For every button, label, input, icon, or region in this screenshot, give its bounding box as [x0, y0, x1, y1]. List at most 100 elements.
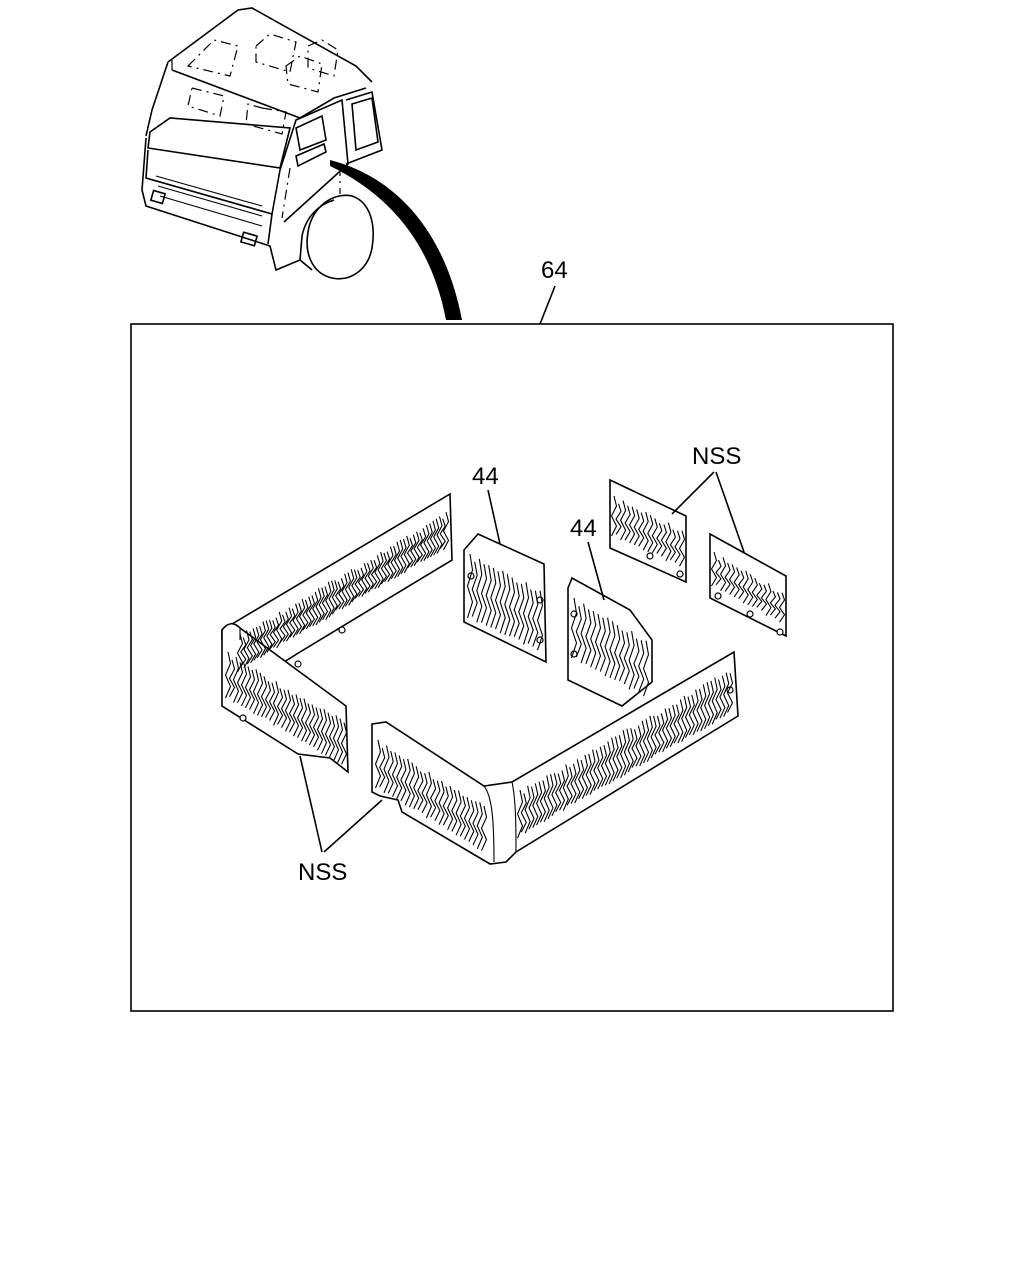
texture-stroke — [380, 552, 388, 585]
texture-stroke — [439, 518, 446, 550]
texture-stroke — [312, 591, 319, 627]
texture-stroke — [527, 589, 534, 644]
texture-stroke — [455, 790, 462, 836]
texture-stroke — [243, 630, 250, 669]
texture-stroke — [298, 598, 306, 635]
texture-stroke — [308, 704, 316, 746]
texture-stroke — [404, 758, 411, 806]
texture-stroke — [580, 603, 587, 664]
texture-stroke — [627, 728, 634, 773]
mat-left-assembly — [221, 492, 453, 774]
texture-stroke — [253, 626, 260, 661]
texture-stroke — [711, 677, 718, 725]
texture-stroke — [438, 780, 445, 825]
texture-stroke — [524, 785, 531, 834]
texture-stroke — [351, 569, 358, 603]
texture-stroke — [300, 698, 308, 742]
texture-stroke — [700, 684, 707, 732]
texture-stroke — [374, 555, 381, 590]
texture-stroke — [504, 574, 511, 635]
texture-stroke — [305, 596, 312, 630]
texture-stroke — [240, 663, 248, 707]
texture-stroke — [423, 524, 430, 561]
texture-stroke — [263, 620, 270, 656]
texture-stroke — [417, 771, 424, 810]
texture-stroke — [674, 530, 681, 563]
texture-stroke — [397, 539, 404, 577]
texture-stroke — [532, 590, 539, 647]
mat-right-assembly — [371, 650, 739, 865]
texture-stroke — [547, 774, 554, 820]
texture-stroke — [494, 571, 502, 630]
texture-stroke — [539, 780, 547, 823]
texture-stroke — [600, 745, 608, 787]
texture-stroke — [244, 666, 252, 709]
texture-stroke — [638, 512, 645, 547]
texture-stroke — [472, 801, 479, 846]
texture-stroke — [665, 707, 673, 749]
texture-stroke — [416, 532, 423, 563]
texture-stroke — [320, 708, 328, 754]
texture-stroke — [631, 729, 638, 768]
texture-stroke — [344, 572, 352, 607]
texture-stroke — [642, 719, 650, 764]
texture-stroke — [325, 581, 332, 620]
texture-stroke — [575, 606, 582, 658]
texture-stroke — [590, 610, 597, 668]
texture-stroke — [597, 746, 604, 790]
texture-stroke — [406, 538, 414, 569]
texture-stroke — [599, 617, 606, 672]
texture-stroke — [692, 689, 699, 736]
texture-stroke — [451, 789, 458, 832]
texture-stroke — [468, 800, 475, 842]
texture-stroke — [308, 595, 316, 628]
texture-stroke — [463, 796, 471, 840]
texture-stroke — [331, 580, 338, 615]
texture-stroke — [635, 725, 642, 767]
texture-stroke — [536, 590, 544, 651]
texture-stroke — [610, 495, 618, 537]
texture-stroke — [665, 522, 672, 562]
texture-stroke — [756, 582, 763, 608]
texture-stroke — [259, 621, 267, 659]
texture-stroke — [654, 715, 661, 755]
texture-stroke — [516, 789, 524, 839]
texture-stroke — [642, 640, 650, 697]
texture-stroke — [357, 567, 365, 598]
texture-stroke — [585, 609, 592, 664]
texture-stroke — [574, 759, 581, 804]
texture-stroke — [669, 704, 676, 748]
texture-stroke — [535, 781, 543, 826]
texture-stroke — [480, 564, 488, 623]
texture-stroke — [658, 713, 665, 753]
texture-stroke — [328, 580, 335, 618]
texture-stroke — [774, 592, 781, 619]
texture-stroke — [400, 538, 407, 575]
texture-stroke — [340, 722, 348, 765]
texture-stroke — [650, 715, 657, 759]
texture-stroke — [778, 592, 786, 623]
texture-stroke — [383, 745, 390, 794]
texture-stroke — [364, 562, 371, 594]
texture-stroke — [236, 662, 244, 704]
texture-stroke — [272, 681, 280, 726]
texture-stroke — [661, 708, 669, 753]
texture-stroke — [421, 772, 428, 814]
texture-stroke — [341, 573, 348, 610]
texture-stroke — [400, 758, 407, 802]
texture-stroke — [354, 569, 361, 599]
texture-stroke — [620, 729, 627, 779]
texture-stroke — [726, 673, 734, 713]
label-nss-bottom: NSS — [298, 859, 347, 886]
texture-stroke — [651, 518, 658, 554]
texture-stroke — [612, 736, 619, 782]
panel-nss-upper-b — [709, 532, 787, 638]
texture-stroke — [623, 632, 630, 685]
texture-stroke — [623, 728, 630, 776]
texture-stroke — [628, 506, 636, 544]
texture-stroke — [543, 775, 550, 823]
texture-stroke — [719, 557, 727, 592]
label-64: 64 — [541, 257, 568, 284]
texture-stroke — [688, 694, 695, 736]
